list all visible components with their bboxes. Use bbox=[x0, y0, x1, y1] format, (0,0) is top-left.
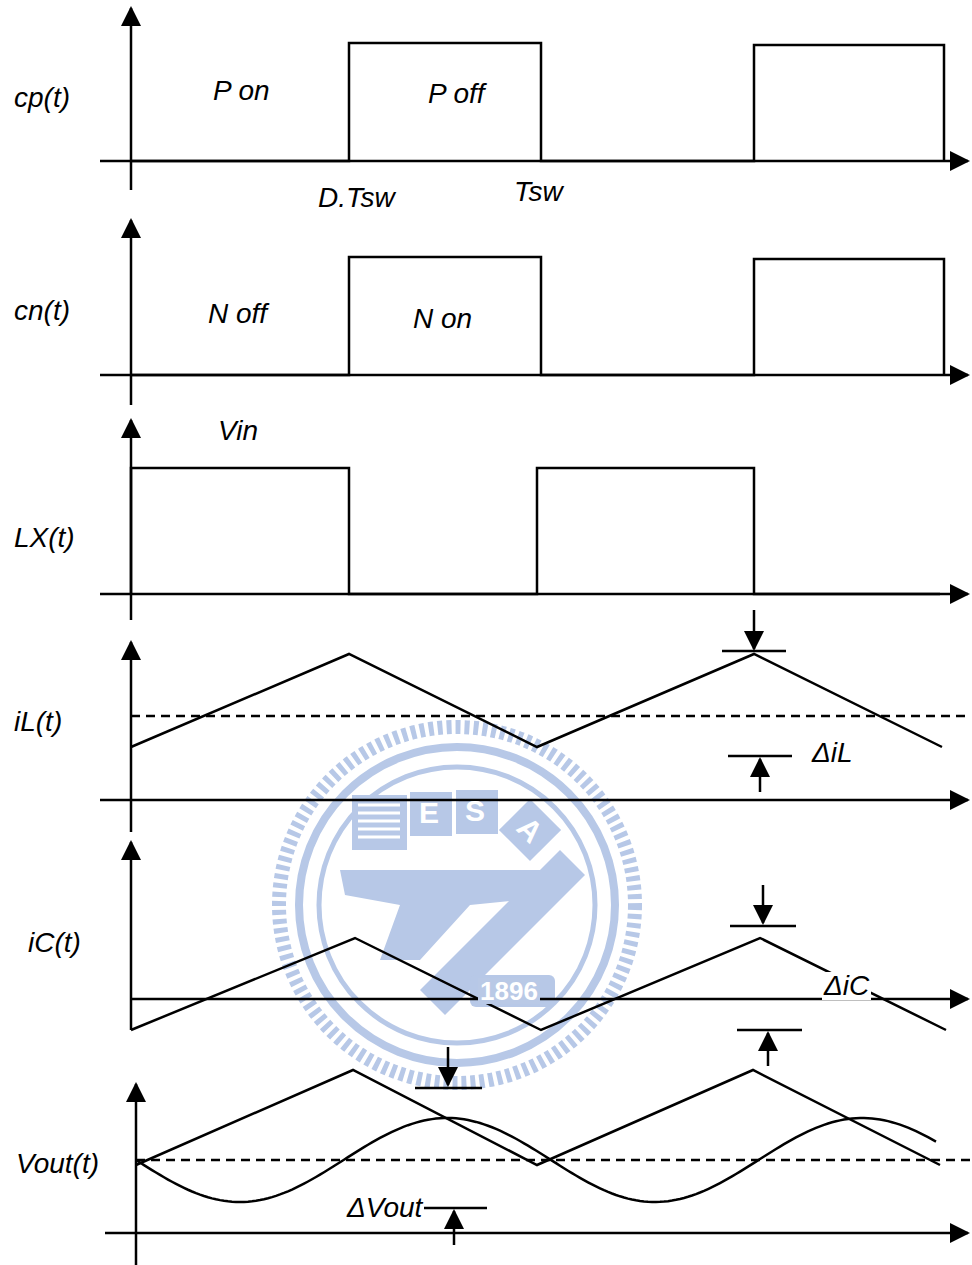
output-voltage-wave bbox=[136, 1118, 936, 1202]
signal-name: LX(t) bbox=[14, 524, 75, 552]
axes bbox=[100, 8, 968, 1265]
time-label: D.Tsw bbox=[318, 184, 395, 212]
state-label: P on bbox=[213, 77, 270, 105]
watermark-letter: A bbox=[512, 812, 549, 849]
signal-name: Vout(t) bbox=[16, 1150, 99, 1178]
signal-name: cn(t) bbox=[14, 297, 70, 325]
level-label: Vin bbox=[218, 417, 258, 445]
watermark-year: 1896 bbox=[478, 978, 540, 1004]
time-label: Tsw bbox=[514, 178, 563, 206]
watermark-letter: S bbox=[465, 796, 485, 826]
state-label: N on bbox=[413, 305, 472, 333]
ripple-markers bbox=[415, 610, 802, 1245]
signal-name: iL(t) bbox=[14, 708, 62, 736]
waveforms bbox=[131, 43, 970, 1202]
ripple-label: ΔiC bbox=[822, 972, 871, 1000]
state-label: N off bbox=[208, 300, 267, 328]
state-label: P off bbox=[428, 80, 485, 108]
ripple-label: ΔVout bbox=[345, 1194, 424, 1222]
watermark-emblem bbox=[279, 727, 635, 1083]
ripple-label: ΔiL bbox=[810, 739, 855, 767]
signal-name: cp(t) bbox=[14, 84, 70, 112]
watermark-letter: E bbox=[419, 798, 439, 828]
signal-name: iC(t) bbox=[28, 929, 81, 957]
